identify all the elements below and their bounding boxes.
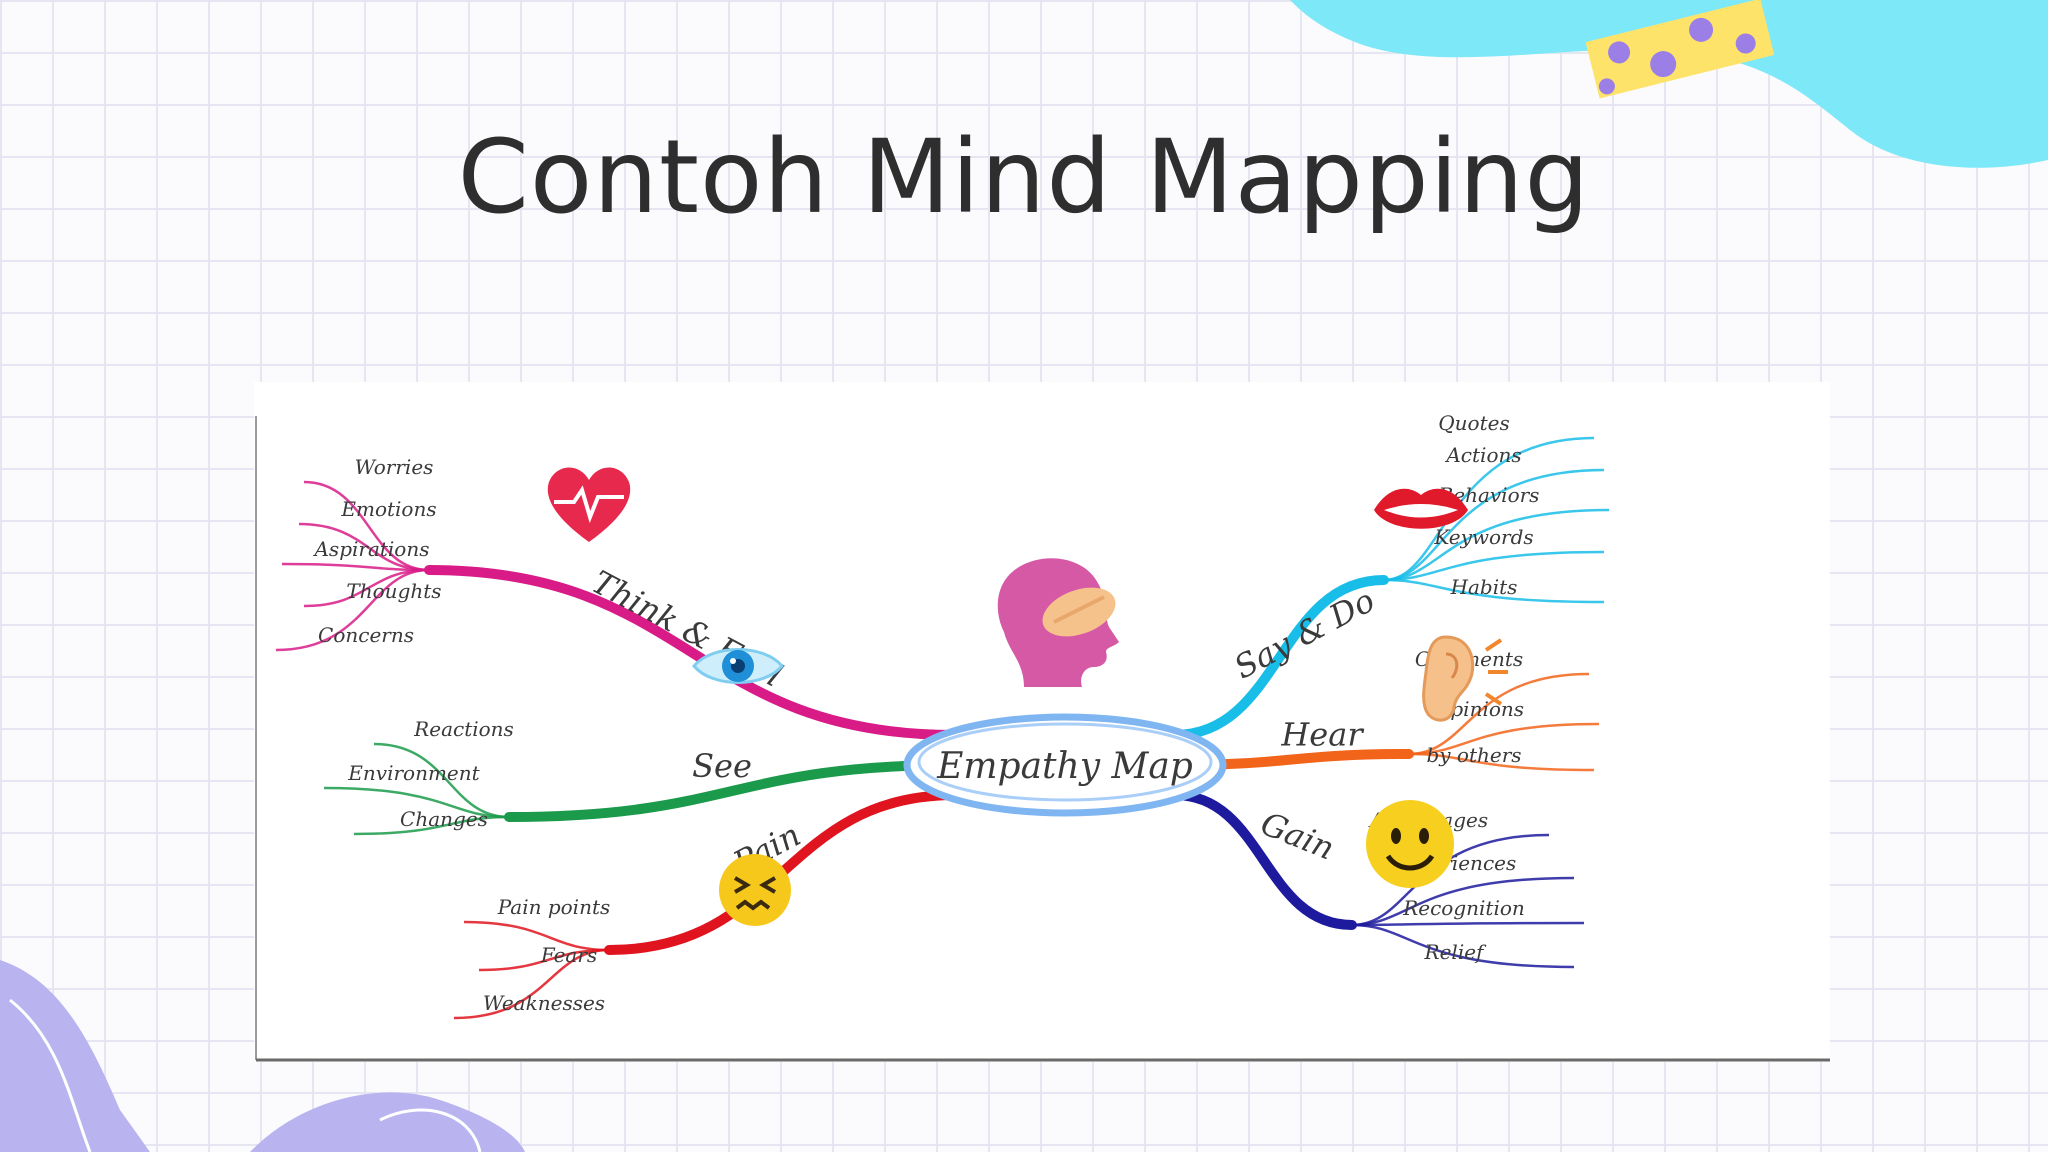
leaf-link-say-do [1383,508,1610,582]
leaf-label-gain: Relief [1424,940,1488,964]
leaf-label-say-do: Quotes [1438,411,1509,435]
lavender-blob-decoration-2 [250,1092,525,1152]
leaf-label-pain: Fears [540,943,597,967]
branch-gain-trunk [1170,790,1357,930]
leaf-label-say-do: Actions [1444,443,1521,467]
leaf-link-pain [463,920,610,952]
frustrated-face-icon [719,854,791,926]
leaf-label-think-feel: Aspirations [312,537,429,561]
leaf-link-gain [1351,876,1575,927]
blob-line-decoration-2 [379,1108,482,1152]
leaf-link-think-feel [298,522,430,572]
leaf-label-see: Environment [347,761,480,785]
leaf-link-pain [453,948,610,1020]
lavender-blob-decoration [0,960,150,1152]
washi-tape-decoration [1585,0,1775,99]
leaf-label-pain: Pain points [497,895,611,919]
leaf-label-see: Reactions [413,717,514,741]
branch-links [275,436,1610,1020]
leaf-link-say-do [1383,550,1605,582]
leaf-link-see [323,786,510,819]
leaf-label-think-feel: Concerns [318,623,414,647]
leaf-link-gain [1351,921,1585,927]
leaf-link-hear [1408,722,1600,756]
leaf-link-say-do [1383,578,1605,604]
leaf-link-think-feel [303,568,430,608]
leaf-link-say-do [1383,468,1605,582]
leaf-label-gain: Recognition [1402,896,1525,920]
eye-icon [692,648,784,684]
leaf-label-think-feel: Thoughts [346,579,441,603]
leaf-link-pain [478,948,610,972]
leaf-link-think-feel [281,562,430,572]
heart-pulse-icon [547,467,631,542]
center-node: Empathy Map [903,713,1227,817]
center-label: Empathy Map [936,746,1193,787]
branch-see-trunk [504,760,960,822]
branch-label-say-do: Say & Do [1228,581,1381,686]
leaf-label-think-feel: Emotions [340,497,436,521]
smiley-face-icon [1366,800,1454,888]
slide-title: Contoh Mind Mapping [457,118,1591,237]
leaf-link-hear [1408,672,1590,756]
lips-icon [1374,488,1468,529]
blob-line-decoration [9,998,92,1152]
branch-label-see: See [692,747,752,785]
leaf-link-hear [1408,752,1595,772]
leaf-link-think-feel [275,568,430,652]
leaf-label-say-do: Keywords [1433,525,1533,549]
branch-say-do-trunk [1170,575,1389,740]
ear-icon [1422,635,1508,722]
leaf-link-see [353,815,510,836]
cyan-blob-decoration [1290,0,2048,168]
leaf-link-gain [1351,923,1575,969]
leaf-link-think-feel [303,480,430,572]
leaf-label-think-feel: Worries [355,455,434,479]
leaf-label-see: Changes [400,807,488,831]
leaf-link-see [373,742,510,819]
branch-label-hear: Hear [1280,716,1364,754]
leaf-label-hear: by others [1426,743,1521,767]
branch-think-feel-trunk [424,565,960,740]
mind-map-diagram: Think & FeelWorriesEmotionsAspirationsTh… [255,411,1830,1062]
leaf-label-say-do: Habits [1450,575,1518,599]
head-handshake-icon [997,558,1119,687]
leaf-label-pain: Weaknesses [483,991,605,1015]
